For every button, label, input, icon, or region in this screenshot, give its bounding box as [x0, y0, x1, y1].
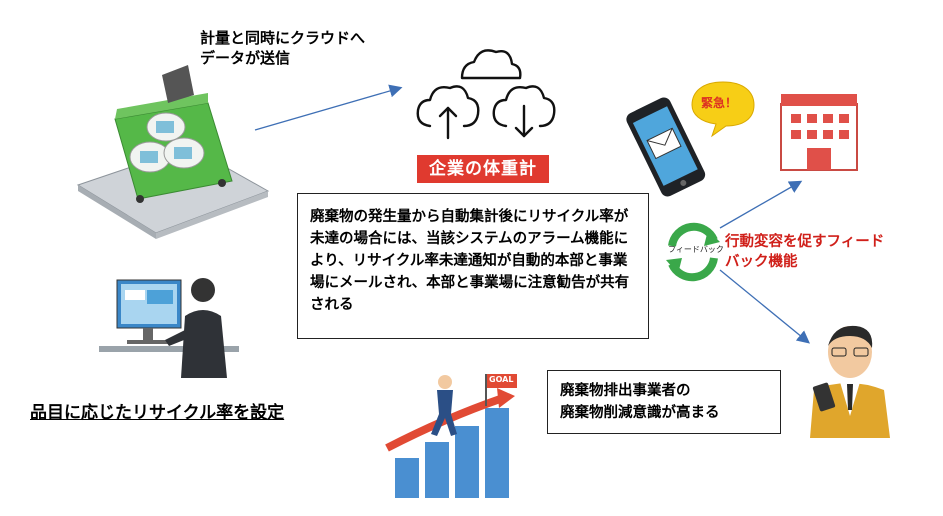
feedback-cycle-label: フィードバック: [668, 245, 724, 254]
feedback-label: 行動変容を促すフィード バック機能: [725, 234, 885, 270]
arrow-scale-to-cloud: [254, 84, 403, 131]
main-description-box: 廃棄物の発生量から自動集計後にリサイクル率が未達の場合には、当該システムのアラー…: [297, 193, 649, 339]
phone-illustration: [620, 92, 720, 206]
alert-badge-text: 緊急！: [701, 96, 738, 110]
cloud-download-icon: [492, 85, 556, 138]
alert-bubble: 緊急！: [688, 78, 758, 142]
cloud-label: 企業の体重計: [417, 155, 549, 183]
cloud-upload-icon: [416, 85, 480, 140]
upload-caption: 計量と同時にクラウドへ データが送信: [200, 29, 366, 67]
businessman-illustration: [800, 322, 900, 442]
main-description-text: 廃棄物の発生量から自動集計後にリサイクル率が未達の場合には、当該システムのアラー…: [310, 209, 630, 313]
cloud-icons: [410, 38, 570, 152]
office-building-illustration: [777, 88, 865, 178]
cloud-icon: [460, 49, 522, 80]
arrow-feedback-to-worker: [719, 269, 811, 344]
mail-icon: [646, 127, 682, 160]
goal-flag: GOAL: [489, 375, 514, 384]
growth-illustration: GOAL: [385, 368, 535, 507]
recycle-rate-setting-label: 品目に応じたリサイクル率を設定: [30, 403, 285, 423]
awareness-box: 廃棄物排出事業者の 廃棄物削減意識が高まる: [547, 370, 781, 434]
feedback-cycle-icon: フィードバック: [662, 220, 724, 286]
scale-bin-illustration: [70, 65, 270, 244]
computer-user-illustration: [95, 268, 245, 390]
arrow-feedback-to-building: [719, 180, 803, 229]
